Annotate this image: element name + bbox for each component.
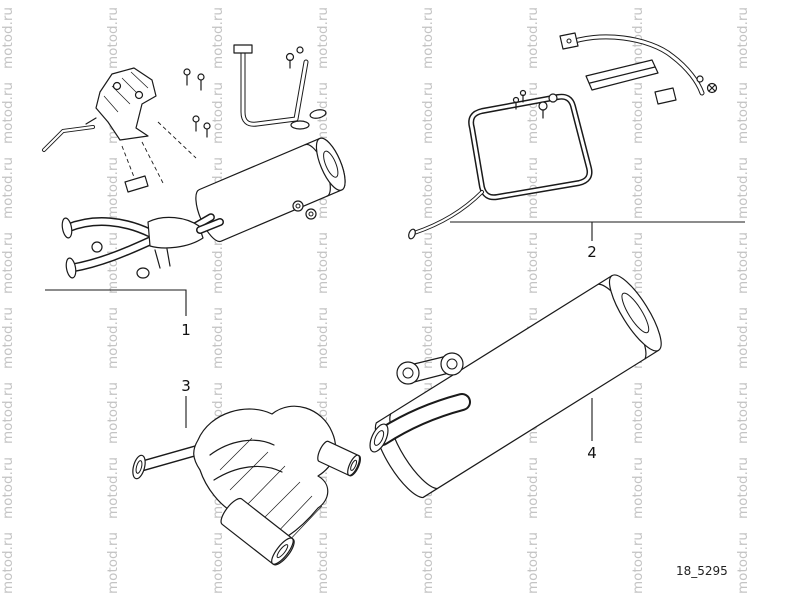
- part-group-4: [369, 274, 662, 499]
- callout-2: 2: [587, 243, 597, 261]
- bolt: [183, 68, 191, 76]
- mount-bracket: [95, 67, 157, 141]
- callout-1: 1: [181, 321, 191, 339]
- collector-body: [147, 216, 204, 249]
- outlet-stub: [317, 440, 361, 477]
- clamp-ring: [396, 361, 420, 385]
- screw: [538, 101, 548, 111]
- bolt: [197, 73, 205, 81]
- part-group-3: [132, 405, 361, 566]
- leader-lines: [45, 221, 745, 441]
- part-group-1: [42, 44, 346, 279]
- bushing: [292, 200, 304, 212]
- diagram-id: 18_5295: [676, 564, 728, 578]
- bushing: [305, 208, 317, 220]
- clamp-ring: [440, 352, 464, 376]
- callout-3: 3: [181, 377, 191, 395]
- outlet-muffler: [220, 497, 295, 566]
- bolt: [203, 122, 211, 130]
- crossover-body: [193, 405, 337, 547]
- callout-4: 4: [587, 444, 597, 462]
- clamp-bar: [413, 355, 450, 383]
- leader-line-1: [45, 289, 187, 316]
- rear-muffler: [374, 274, 662, 499]
- bolt: [192, 115, 200, 123]
- part-group-2: [408, 32, 718, 240]
- support-rod: [412, 190, 484, 235]
- leader-line-2: [450, 221, 745, 241]
- screw: [548, 93, 558, 103]
- carrier-loop-frame: [468, 93, 593, 201]
